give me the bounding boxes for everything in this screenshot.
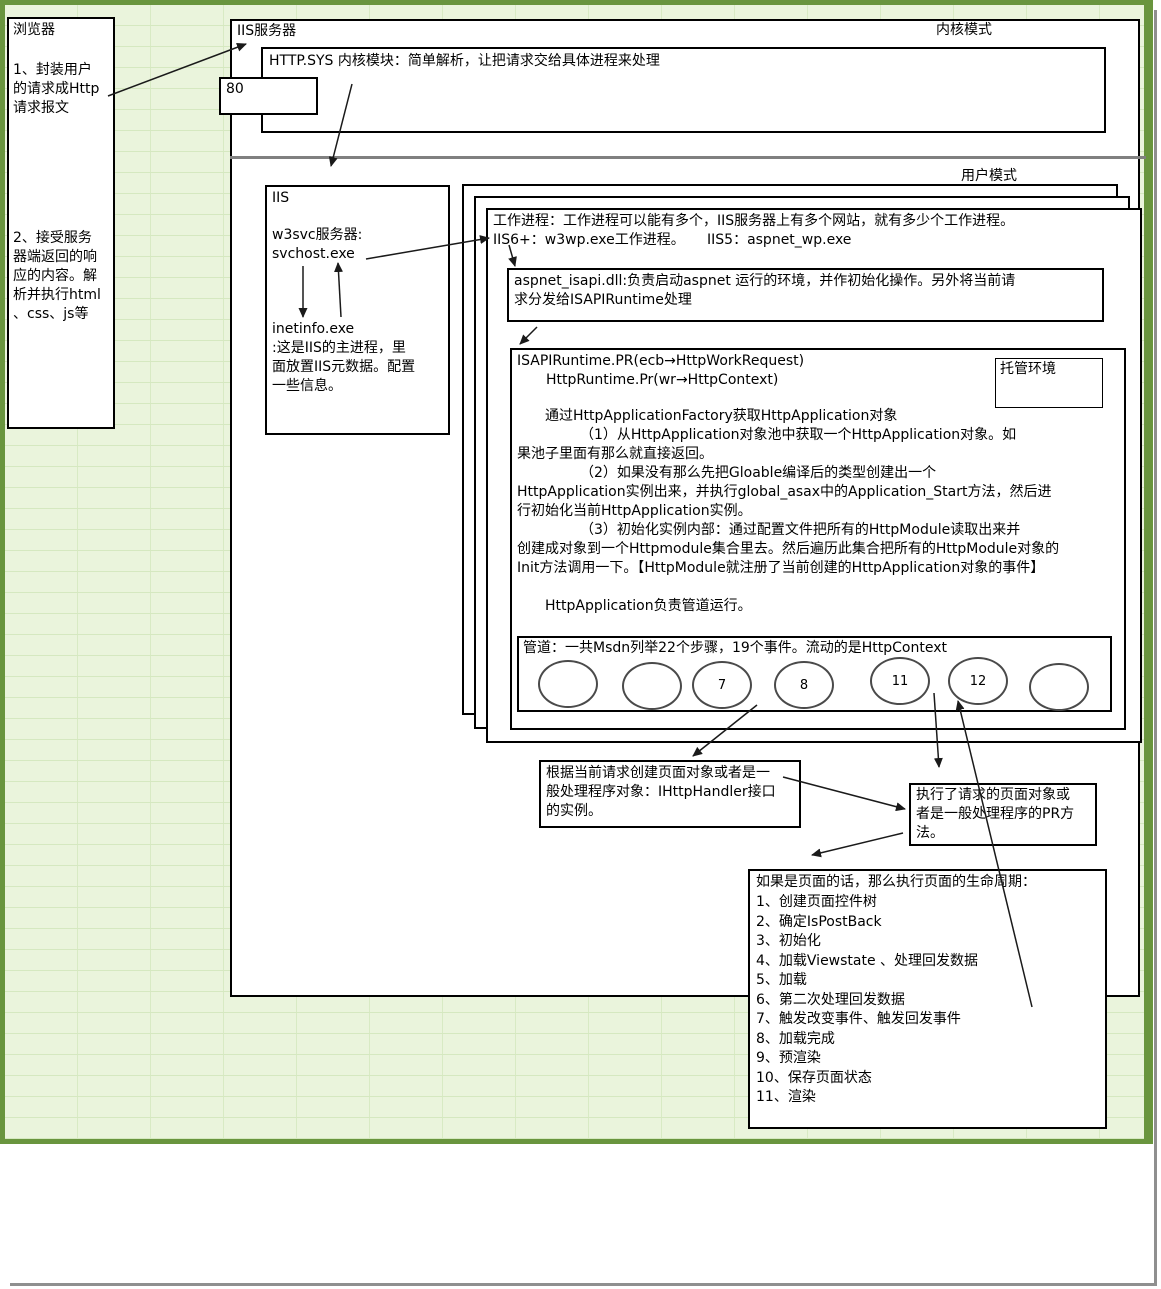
- managed-environment-label: 托管环境: [1000, 361, 1056, 377]
- pr-method-box: 执行了请求的页面对象或 者是一般处理程序的PR方 法。: [909, 783, 1097, 846]
- httpruntime-line2: HttpRuntime.Pr(wr→HttpContext): [546, 372, 779, 388]
- kernel-mode-label: 内核模式: [936, 22, 992, 38]
- image-shadow-right: [1154, 10, 1157, 1286]
- iis-box: IIS w3svc服务器: svchost.exe inetinfo.exe :…: [265, 185, 450, 435]
- pipeline-step-ellipse-1: [538, 660, 598, 708]
- svchost-label: svchost.exe: [272, 246, 355, 262]
- pipeline-step-ellipse-8: 8: [774, 661, 834, 709]
- image-shadow-bottom: [10, 1283, 1157, 1286]
- pr-method-text: 执行了请求的页面对象或 者是一般处理程序的PR方 法。: [916, 787, 1075, 841]
- managed-environment-box: 托管环境: [995, 358, 1103, 408]
- inetinfo-description: :这是IIS的主进程，里 面放置IIS元数据。配置 一些信息。: [272, 340, 416, 394]
- httpsys-box: HTTP.SYS 内核模块：简单解析，让把请求交给具体进程来处理: [261, 47, 1106, 133]
- aspnet-isapi-text: aspnet_isapi.dll:负责启动aspnet 运行的环境，并作初始化操…: [514, 273, 1016, 308]
- browser-title: 浏览器: [13, 22, 55, 38]
- user-mode-label: 用户模式: [961, 168, 1017, 184]
- browser-box: 浏览器 1、封装用户 的请求成Http 请求报文 2、接受服务 器端返回的响 应…: [7, 17, 115, 429]
- kernel-user-divider: [230, 156, 1146, 159]
- httpsys-text: HTTP.SYS 内核模块：简单解析，让把请求交给具体进程来处理: [269, 53, 660, 69]
- worker-process-line2: IIS6+：w3wp.exe工作进程。 IIS5：aspnet_wp.exe: [493, 232, 852, 248]
- port-80-box: 80: [219, 77, 318, 115]
- pipeline-step-ellipse-12: 12: [948, 657, 1008, 705]
- iis-title: IIS: [272, 190, 290, 206]
- inetinfo-label: inetinfo.exe: [272, 321, 355, 337]
- handler-box: 根据当前请求创建页面对象或者是一 般处理程序对象：IHttpHandler接口 …: [539, 760, 801, 828]
- pipeline-step-ellipse-2: [622, 662, 682, 710]
- browser-note-1: 1、封装用户 的请求成Http 请求报文: [13, 62, 100, 116]
- handler-text: 根据当前请求创建页面对象或者是一 般处理程序对象：IHttpHandler接口 …: [546, 765, 776, 819]
- port-80-label: 80: [226, 81, 244, 97]
- isapiruntime-line1: ISAPIRuntime.PR(ecb→HttpWorkRequest): [517, 353, 805, 369]
- pipeline-step-ellipse-last: [1029, 663, 1089, 711]
- browser-note-2: 2、接受服务 器端返回的响 应的内容。解 析并执行html 、css、js等: [13, 230, 101, 322]
- pipeline-step-ellipse-7: 7: [692, 661, 752, 709]
- lifecycle-items: 1、创建页面控件树 2、确定IsPostBack 3、初始化 4、加载Views…: [756, 894, 979, 1105]
- iis-server-title: IIS服务器: [237, 23, 297, 39]
- worker-process-line1: 工作进程：工作进程可以能有多个，IIS服务器上有多个网站，就有多少个工作进程。: [493, 213, 1015, 229]
- pipeline-step-ellipse-11: 11: [870, 657, 930, 705]
- httpapplication-paragraph: 通过HttpApplicationFactory获取HttpApplicatio…: [517, 408, 1060, 614]
- aspnet-isapi-box: aspnet_isapi.dll:负责启动aspnet 运行的环境，并作初始化操…: [507, 268, 1104, 322]
- pipeline-title: 管道：一共Msdn列举22个步骤，19个事件。流动的是HttpContext: [523, 640, 947, 656]
- lifecycle-title: 如果是页面的话，那么执行页面的生命周期：: [756, 874, 1036, 890]
- lifecycle-box: 如果是页面的话，那么执行页面的生命周期： 1、创建页面控件树 2、确定IsPos…: [748, 869, 1107, 1129]
- w3svc-label: w3svc服务器:: [272, 227, 363, 243]
